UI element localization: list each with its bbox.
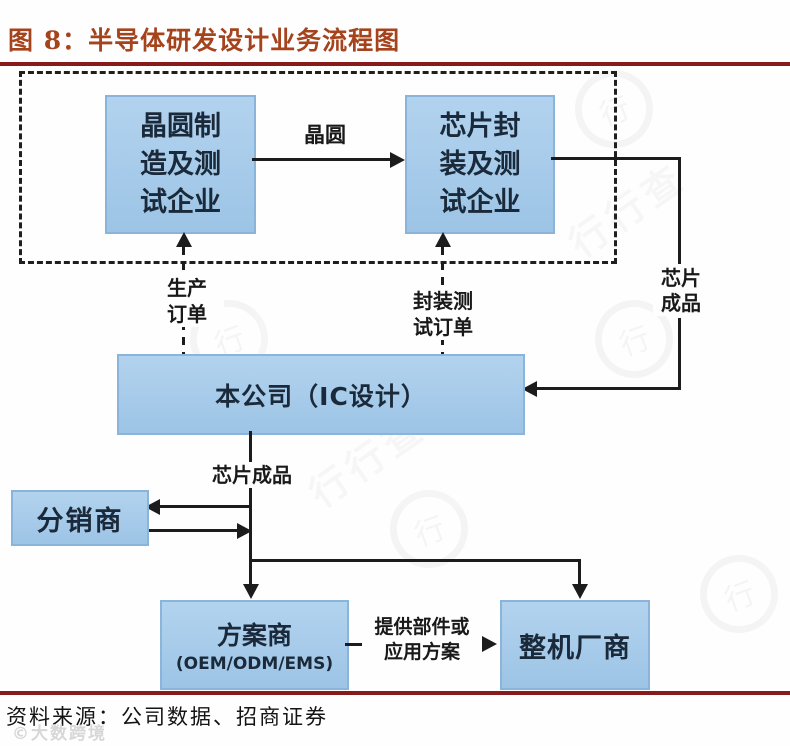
edge-label-provide-parts: 提供部件或 应用方案 (362, 615, 482, 665)
edge-chip-down-line (249, 431, 252, 464)
footer-rule (0, 691, 790, 695)
node-sublabel: (OEM/ODM/EMS) (175, 654, 334, 674)
watermark-logo-icon: 行 (379, 479, 479, 579)
edge-label-wafer: 晶圆 (288, 122, 362, 148)
arrowhead-right-icon (482, 636, 497, 652)
edge-from-distributor-line (145, 529, 239, 532)
watermark-corner: ©大数跨境 (12, 724, 107, 744)
arrowhead-left-icon (522, 381, 537, 397)
node-distributor: 分销商 (11, 490, 149, 546)
node-oem-manufacturer: 整机厂商 (500, 600, 650, 690)
edge-chip-product-line (678, 318, 681, 390)
edge-provide-line (345, 643, 369, 646)
arrowhead-up-icon (435, 232, 451, 247)
arrowhead-down-icon (572, 584, 588, 599)
arrowhead-right-icon (237, 523, 252, 539)
figure-title: 图 8：半导体研发设计业务流程图 (8, 26, 401, 55)
node-label: 整机厂商 (519, 632, 631, 664)
arrowhead-right-icon (390, 152, 405, 168)
node-label: 芯片封 装及测 试企业 (439, 110, 521, 218)
arrowhead-up-icon (176, 232, 192, 247)
fab-osat-dashed-region (19, 71, 617, 264)
node-label: 本公司（IC设计） (215, 381, 427, 411)
edge-label-chip-product: 芯片 成品 (653, 266, 709, 316)
edge-branch-to-oem-line (249, 559, 581, 562)
node-solution-provider: 方案商 (OEM/ODM/EMS) (160, 600, 349, 690)
edge-wafer-line (252, 158, 398, 161)
edge-chip-product-line (678, 157, 681, 264)
node-chip-packager: 芯片封 装及测 试企业 (405, 95, 555, 234)
edge-label-package-test-order: 封装测 试订单 (403, 288, 483, 340)
source-note: 资料来源：公司数据、招商证券 (6, 705, 328, 729)
node-company-ic-design: 本公司（IC设计） (117, 354, 525, 435)
edge-label-production-order: 生产 订单 (150, 275, 224, 327)
watermark-logo-icon: 行 (689, 544, 789, 644)
node-wafer-manufacturer: 晶圆制 造及测 试企业 (105, 95, 256, 234)
edge-chip-product-line (535, 387, 681, 390)
title-rule (0, 62, 790, 66)
node-label: 晶圆制 造及测 试企业 (140, 110, 221, 218)
arrowhead-down-icon (243, 584, 259, 599)
edge-branch-to-oem-line (578, 559, 581, 585)
node-label: 方案商 (216, 621, 292, 650)
edge-chip-product-line (551, 157, 681, 160)
edge-to-distributor-line (157, 505, 251, 508)
node-label: 分销商 (36, 505, 124, 537)
edge-label-chip-product-down: 芯片成品 (205, 462, 299, 488)
